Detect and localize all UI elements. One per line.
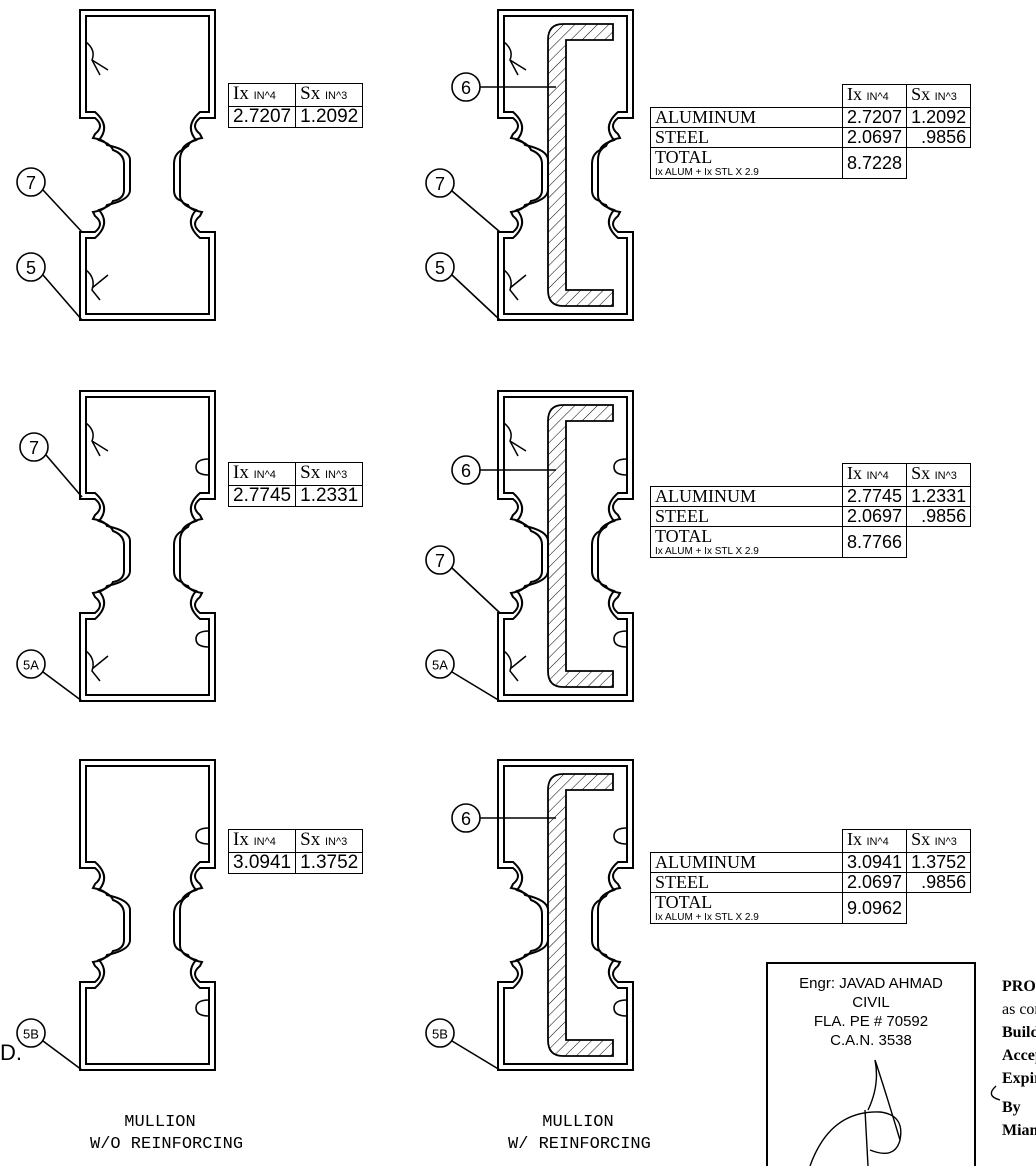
callout-label: 5	[26, 258, 36, 278]
callout-label: 6	[461, 461, 471, 481]
mullion-profile-2-reinforced	[497, 390, 634, 702]
callout-7	[16, 167, 46, 197]
callout-label: 5A	[432, 658, 448, 673]
callout-label: 7	[435, 174, 445, 194]
callout-5	[16, 252, 46, 282]
callout-7	[425, 545, 455, 575]
mullion-profile-3	[79, 759, 216, 1071]
caption-without-reinforcing: MULLION W/O REINFORCING	[90, 1113, 244, 1154]
mullion-profile-3-reinforced	[497, 759, 634, 1071]
callout-5	[425, 252, 455, 282]
signature	[809, 1059, 902, 1166]
callout-5b	[16, 1018, 46, 1048]
callout-7	[425, 168, 455, 198]
callout-5a	[425, 649, 455, 679]
callout-label: 6	[461, 809, 471, 829]
callout-label: 7	[29, 438, 39, 458]
engineer-stamp: Engr: JAVAD AHMAD CIVIL FLA. PE # 70592 …	[766, 962, 976, 1166]
callout-label: 5A	[23, 658, 39, 673]
callout-label: 5	[435, 258, 445, 278]
callout-5b	[425, 1018, 455, 1048]
mullion-profile-1	[79, 9, 216, 321]
callout-label: 5B	[432, 1027, 448, 1042]
callout-7	[19, 432, 49, 462]
callout-label: 5B	[23, 1027, 39, 1042]
callout-label: 7	[435, 551, 445, 571]
callout-label: 6	[461, 78, 471, 98]
edge-text: D.	[0, 1040, 22, 1065]
product-approval-note: PRODUC as comply Building C Acceptanc Ex…	[1002, 978, 1036, 1139]
mullion-profile-1-reinforced	[497, 9, 634, 321]
callout-label: 7	[26, 173, 36, 193]
caption-with-reinforcing: MULLION W/ REINFORCING	[508, 1113, 651, 1154]
mullion-profile-2	[79, 390, 216, 702]
callout-5a	[16, 649, 46, 679]
